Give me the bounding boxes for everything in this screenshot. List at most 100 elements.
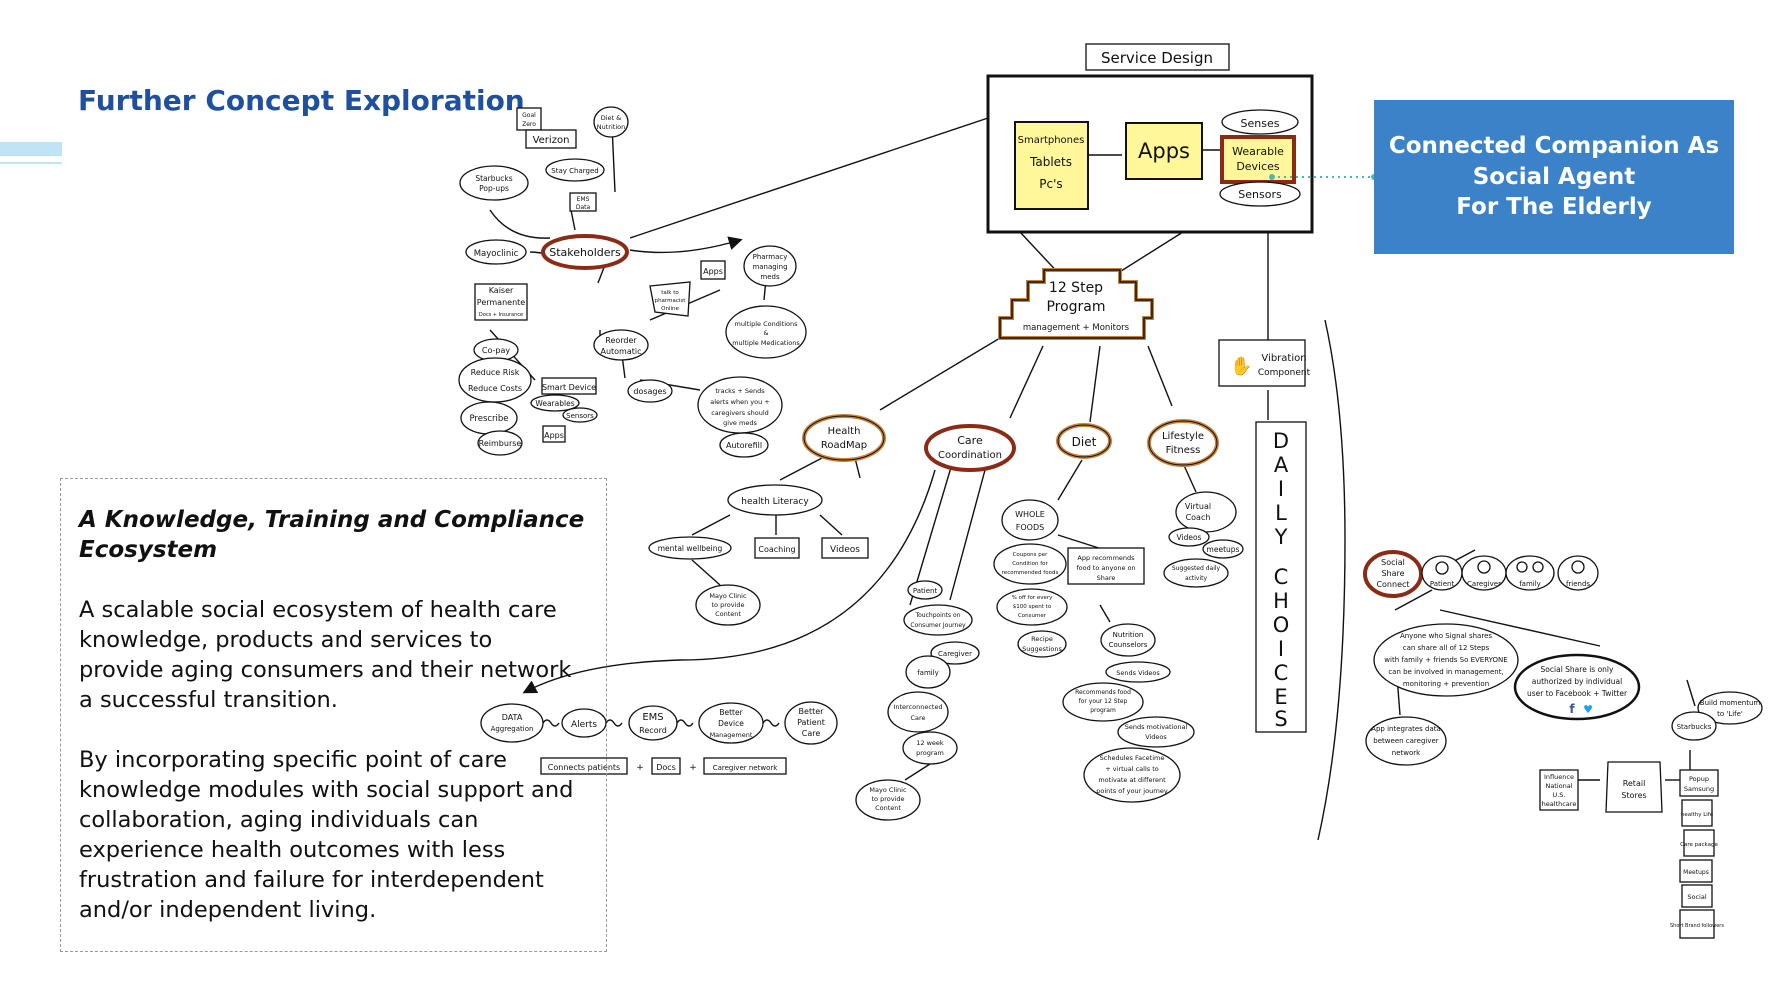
svg-text:for your 12 Step: for your 12 Step (1079, 698, 1128, 705)
svg-text:motivate at different: motivate at different (1098, 776, 1166, 784)
svg-text:healthy Life: healthy Life (1681, 812, 1714, 818)
health-roadmap-children: health Literacy mental wellbeing Coachin… (648, 484, 869, 626)
svg-text:Permanente: Permanente (477, 298, 526, 307)
svg-text:program: program (1090, 707, 1116, 714)
svg-text:to 'Life': to 'Life' (1717, 710, 1743, 718)
svg-text:DATA: DATA (502, 713, 523, 722)
slide-title: Further Concept Exploration (78, 84, 525, 117)
wearable-label: Wearable (1232, 145, 1284, 158)
svg-text:healthcare: healthcare (1542, 800, 1577, 808)
svg-text:Meetups: Meetups (1683, 869, 1709, 876)
svg-text:App recommends: App recommends (1077, 554, 1135, 562)
svg-text:Starbucks: Starbucks (1677, 723, 1712, 731)
svg-text:points of your journey: points of your journey (1096, 787, 1168, 795)
svg-text:App integrates data: App integrates data (1371, 725, 1441, 733)
dc-letter: H (1273, 589, 1289, 613)
svg-text:authorized by individual: authorized by individual (1532, 677, 1622, 686)
twitter-icon: ♥ (1583, 703, 1593, 716)
svg-text:monitoring + prevention: monitoring + prevention (1403, 680, 1489, 688)
ecosystem-paragraph-2: By incorporating specific point of care … (79, 747, 574, 923)
dc-letter: C (1274, 661, 1289, 685)
svg-text:program: program (916, 749, 944, 757)
svg-text:Influence: Influence (1544, 773, 1574, 781)
svg-text:+: + (689, 763, 697, 773)
apps-label: Apps (1138, 139, 1190, 163)
svg-text:Care package: Care package (1680, 842, 1718, 848)
senses-label: Senses (1241, 117, 1280, 130)
svg-text:Coaching: Coaching (758, 545, 795, 554)
dc-letter: A (1274, 453, 1289, 477)
svg-text:Virtual: Virtual (1185, 502, 1211, 511)
svg-text:Alerts: Alerts (571, 720, 597, 730)
svg-text:Apps: Apps (544, 431, 564, 440)
vibration-label: Vibration (1261, 353, 1306, 364)
stakeholders-label: Stakeholders (549, 246, 621, 259)
twelve-step-program: 12 Step Program management + Monitors (998, 268, 1154, 340)
dc-letter: S (1274, 707, 1287, 731)
svg-text:Nutrition: Nutrition (1113, 631, 1144, 639)
svg-text:Patient: Patient (797, 718, 825, 727)
category-ovals: Health RoadMap Care Coordination Diet Li… (802, 414, 1219, 472)
svg-text:network: network (1392, 749, 1421, 757)
svg-text:multiple Conditions: multiple Conditions (734, 320, 798, 328)
svg-text:Reimburse: Reimburse (479, 439, 522, 448)
svg-text:Fitness: Fitness (1166, 445, 1201, 456)
svg-text:+: + (636, 763, 644, 773)
svg-text:Interconnected: Interconnected (893, 703, 942, 711)
svg-text:Nutrition: Nutrition (597, 123, 625, 131)
sensors-label: Sensors (1238, 188, 1282, 201)
svg-text:Content: Content (875, 804, 901, 812)
svg-text:friends: friends (1566, 580, 1590, 588)
svg-text:managing: managing (752, 263, 787, 271)
svg-text:Sensors: Sensors (566, 412, 594, 420)
devices-label: Devices (1236, 160, 1280, 173)
svg-text:Share: Share (1097, 574, 1116, 582)
svg-text:Retail: Retail (1623, 779, 1646, 788)
svg-text:health Literacy: health Literacy (741, 497, 809, 507)
svg-text:Short Brand followers: Short Brand followers (1670, 923, 1724, 929)
svg-text:Stores: Stores (1621, 791, 1646, 800)
svg-text:Social Share is only: Social Share is only (1541, 665, 1614, 674)
svg-text:Reduce Risk: Reduce Risk (471, 368, 520, 377)
dc-letter: O (1273, 613, 1290, 637)
svg-text:EMS: EMS (642, 712, 663, 723)
svg-text:Better: Better (719, 708, 743, 717)
facebook-icon: f (1569, 702, 1575, 716)
svg-text:Patient: Patient (913, 587, 938, 595)
svg-text:Management: Management (710, 731, 753, 739)
svg-text:Popup: Popup (1689, 775, 1709, 783)
svg-text:Reorder: Reorder (605, 336, 637, 345)
svg-text:Touchpoints on: Touchpoints on (914, 612, 960, 619)
device-tablets: Tablets (1029, 155, 1072, 169)
svg-text:EMS: EMS (577, 196, 590, 203)
svg-text:alerts when you +: alerts when you + (710, 398, 770, 406)
svg-text:Mayoclinic: Mayoclinic (474, 249, 519, 259)
svg-text:% off for every: % off for every (1012, 595, 1053, 601)
care-coordination-children: Patient Touchpoints on Consumer Journey … (855, 580, 980, 821)
component-label: Component (1258, 368, 1311, 378)
svg-text:can be involved in management,: can be involved in management, (1388, 668, 1503, 676)
svg-text:RoadMap: RoadMap (821, 440, 867, 451)
svg-text:Social: Social (1381, 558, 1405, 567)
svg-text:Videos: Videos (830, 545, 860, 555)
svg-text:Schedules Facetime: Schedules Facetime (1100, 754, 1165, 762)
svg-text:Reduce Costs: Reduce Costs (468, 384, 522, 393)
svg-text:tracks + Sends: tracks + Sends (715, 387, 765, 395)
svg-text:caregivers should: caregivers should (711, 409, 769, 417)
care-coordination-label: Care (957, 434, 983, 447)
svg-text:recommended foods: recommended foods (1002, 570, 1059, 576)
svg-text:Coach: Coach (1186, 513, 1211, 522)
svg-text:Videos: Videos (1145, 733, 1167, 741)
dc-letter: E (1274, 685, 1287, 709)
stakeholders-cluster: Goal Zero Verizon Diet & Nutrition Starb… (458, 106, 807, 458)
svg-text:Automatic: Automatic (600, 347, 641, 356)
svg-text:+ virtual calls to: + virtual calls to (1105, 765, 1159, 773)
svg-text:Wearables: Wearables (535, 399, 574, 408)
svg-text:Docs: Docs (656, 763, 676, 772)
svg-text:food to anyone on: food to anyone on (1076, 564, 1135, 572)
device-smartphones: Smartphones (1018, 135, 1085, 146)
svg-text:Kaiser: Kaiser (489, 286, 514, 295)
callout-text: Connected Companion As Social Agent For … (1388, 133, 1720, 221)
svg-text:mental wellbeing: mental wellbeing (658, 544, 723, 553)
svg-text:dosages: dosages (633, 387, 666, 396)
